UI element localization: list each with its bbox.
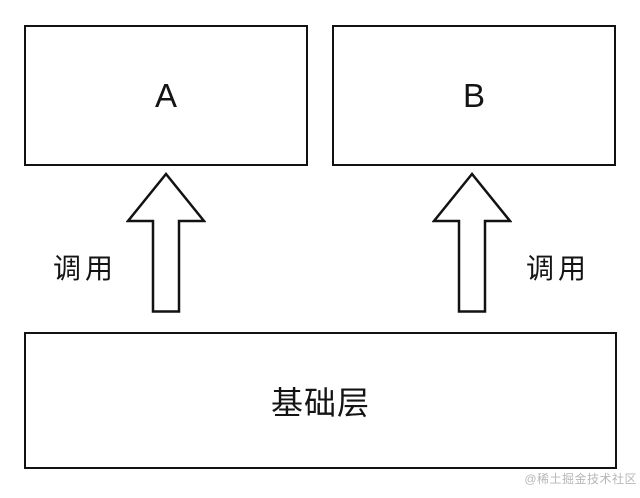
up-arrow-icon — [432, 172, 512, 313]
base-layer-label: 基础层 — [270, 384, 370, 421]
call-label-right: 调用 — [526, 253, 591, 284]
up-arrow-icon — [126, 172, 206, 313]
base-layer-box: 基础层 — [24, 332, 617, 469]
call-label-left: 调用 — [53, 253, 118, 284]
module-b-box: B — [332, 25, 616, 166]
module-a-box: A — [24, 25, 308, 166]
watermark: @稀土掘金技术社区 — [524, 472, 637, 486]
module-b-label: B — [462, 76, 485, 114]
module-a-label: A — [154, 76, 177, 114]
